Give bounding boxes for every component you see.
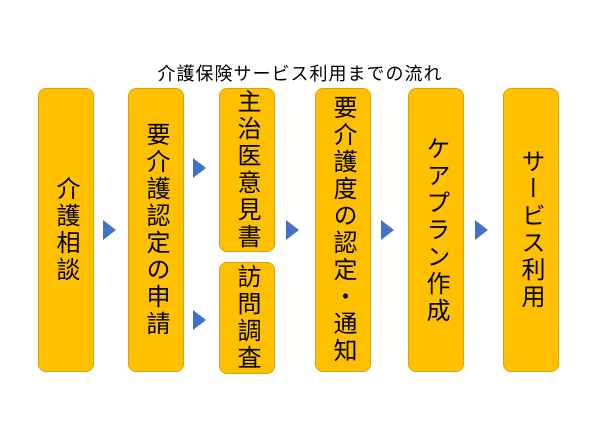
arrow-right-icon bbox=[475, 220, 488, 240]
step-care-plan-label: ケアプラン作成 bbox=[422, 135, 450, 325]
arrow-right-icon bbox=[103, 220, 116, 240]
step-notice-label: 要介護度の認定・通知 bbox=[329, 95, 357, 365]
step-doctor-opinion: 主治医意見書 bbox=[219, 88, 275, 252]
arrow-right-icon bbox=[381, 220, 394, 240]
step-apply: 要介護認定の申請 bbox=[128, 88, 184, 372]
diagram-title: 介護保険サービス利用までの流れ bbox=[157, 64, 443, 85]
step-service-use: サービス利用 bbox=[503, 88, 559, 372]
step-service-use-label: サービス利用 bbox=[517, 149, 545, 311]
step-visit-survey: 訪問調査 bbox=[219, 262, 275, 374]
step-consult: 介護相談 bbox=[38, 88, 94, 372]
step-notice: 要介護度の認定・通知 bbox=[315, 88, 371, 372]
step-consult-label: 介護相談 bbox=[52, 176, 80, 284]
step-apply-label: 要介護認定の申請 bbox=[142, 122, 170, 338]
step-doctor-opinion-label: 主治医意見書 bbox=[233, 89, 261, 251]
arrow-right-icon bbox=[286, 220, 299, 240]
arrow-right-icon bbox=[193, 310, 206, 330]
step-care-plan: ケアプラン作成 bbox=[408, 88, 464, 372]
arrow-right-icon bbox=[193, 158, 206, 178]
step-visit-survey-label: 訪問調査 bbox=[233, 264, 261, 372]
